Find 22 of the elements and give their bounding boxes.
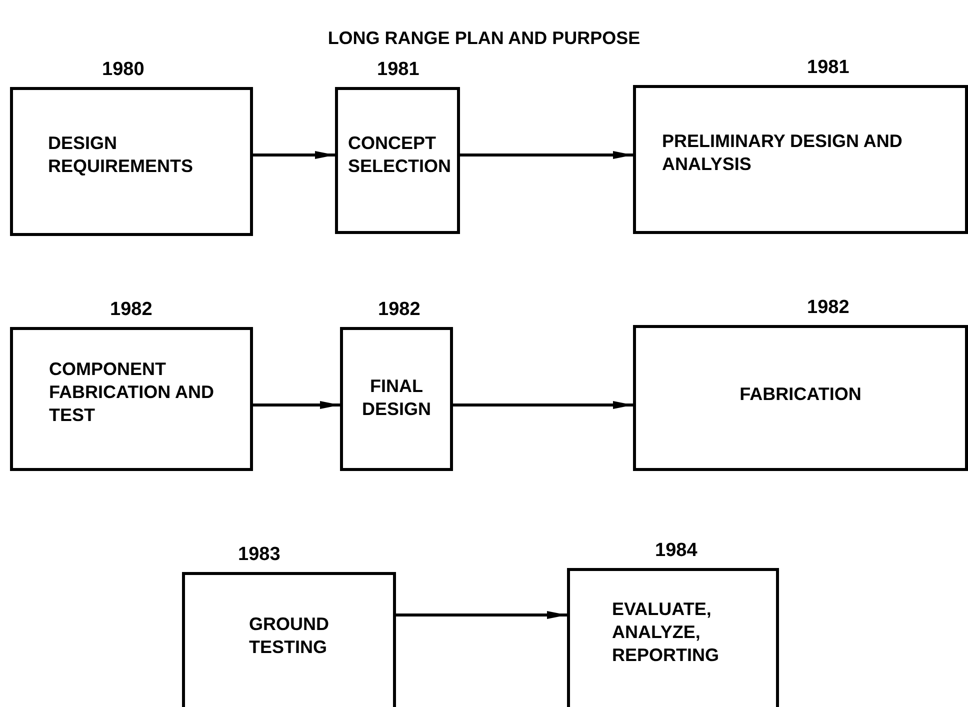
year-label: 1982 bbox=[110, 299, 152, 321]
year-label: 1984 bbox=[655, 540, 698, 562]
year-label: 1983 bbox=[238, 544, 280, 566]
step-label: COMPONENT FABRICATION AND TEST bbox=[49, 358, 215, 427]
step-label: CONCEPT SELECTION bbox=[348, 132, 452, 178]
step-label: PRELIMINARY DESIGN AND ANALYSIS bbox=[662, 130, 904, 176]
year-label: 1982 bbox=[378, 299, 420, 321]
arrow bbox=[396, 611, 567, 619]
year-label: 1981 bbox=[377, 59, 420, 81]
step-label: EVALUATE, ANALYZE, REPORTING bbox=[612, 598, 720, 667]
arrow bbox=[253, 401, 340, 409]
step-label: FINAL DESIGN bbox=[360, 375, 432, 421]
arrow bbox=[460, 151, 633, 159]
step-label: DESIGN REQUIREMENTS bbox=[48, 132, 194, 178]
year-label: 1982 bbox=[807, 297, 850, 319]
diagram-title: LONG RANGE PLAN AND PURPOSE bbox=[326, 28, 642, 49]
arrow bbox=[453, 401, 633, 409]
year-label: 1980 bbox=[102, 59, 144, 81]
step-label: GROUND TESTING bbox=[249, 613, 330, 659]
step-label: FABRICATION bbox=[738, 383, 862, 406]
arrow bbox=[253, 151, 335, 159]
year-label: 1981 bbox=[807, 57, 850, 79]
